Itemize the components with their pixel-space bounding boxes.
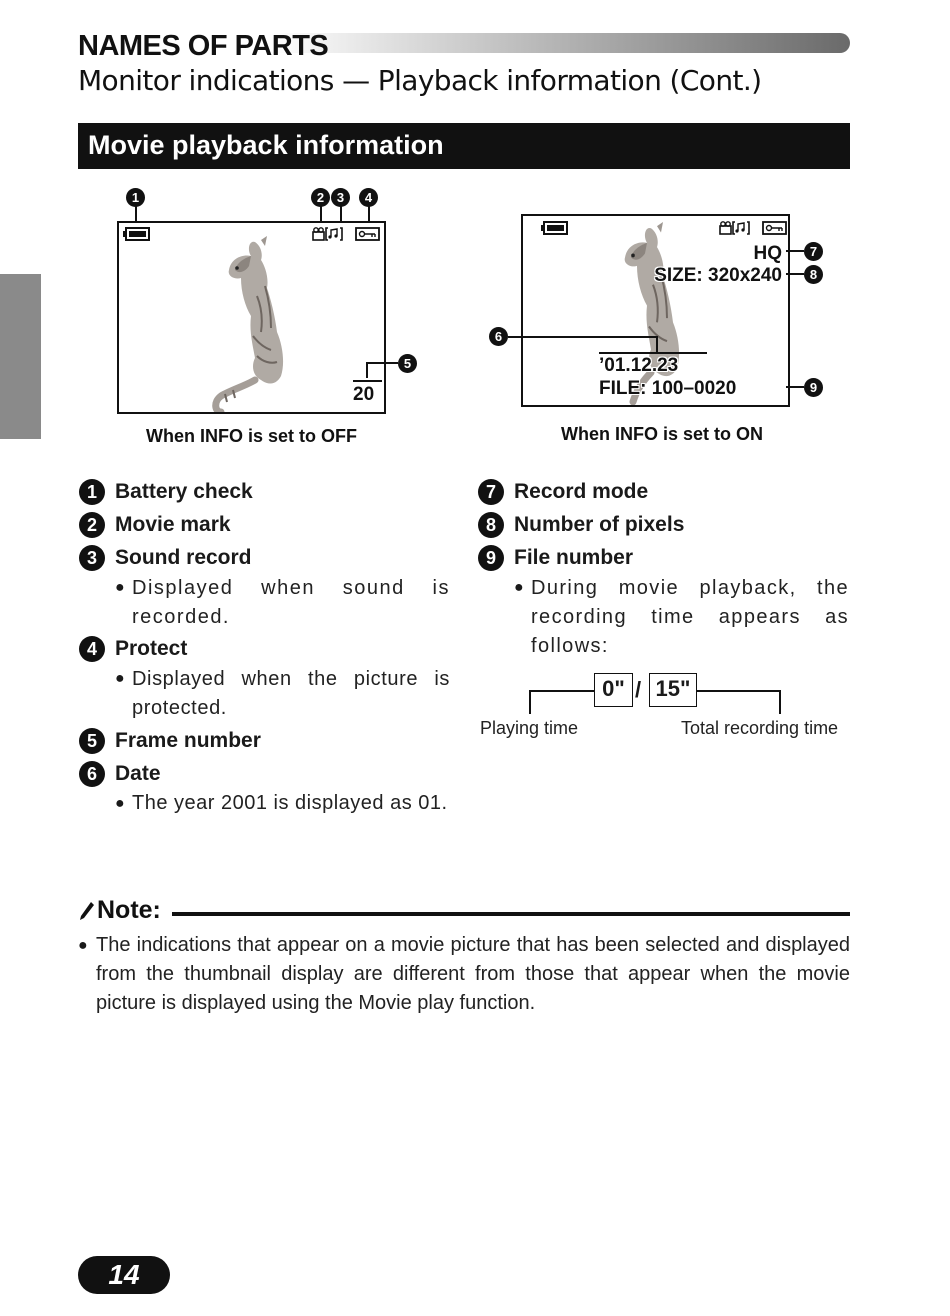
item-number: 1	[79, 479, 105, 505]
item-title-record-mode: Record mode	[514, 480, 648, 504]
leader-line	[786, 273, 804, 275]
leader-line	[366, 362, 398, 364]
item-number: 4	[79, 636, 105, 662]
monitor-screen-info-off: 20	[117, 221, 386, 414]
battery-icon	[123, 227, 151, 241]
item-title-sound-record: Sound record	[115, 546, 252, 570]
sound-record-icon	[326, 228, 342, 240]
caption-info-on: When INFO is set to ON	[521, 424, 803, 445]
note-text: The indications that appear on a movie p…	[96, 931, 850, 1018]
item-number: 2	[79, 512, 105, 538]
item-description: Displayed when the picture is protected.	[132, 665, 450, 723]
total-time-label: Total recording time	[681, 718, 838, 739]
item-number: 3	[79, 545, 105, 571]
callout-2: 2	[311, 188, 330, 207]
pencil-icon	[79, 901, 95, 921]
status-icons	[719, 221, 789, 235]
time-separator: /	[635, 677, 641, 703]
leader-line	[529, 690, 594, 692]
item-number: 5	[79, 728, 105, 754]
note-label: Note:	[97, 896, 161, 925]
protect-icon	[763, 222, 786, 234]
bullet-icon: ●	[115, 670, 125, 688]
callout-6: 6	[489, 327, 508, 346]
section-label: NAMES OF PARTS	[78, 32, 328, 61]
page-number: 14	[78, 1256, 170, 1294]
note-rule	[172, 912, 850, 916]
leader-line	[508, 336, 658, 338]
playing-time-label: Playing time	[480, 718, 578, 739]
leader-line	[529, 690, 531, 714]
side-tab	[0, 274, 41, 439]
item-number: 7	[478, 479, 504, 505]
leader-line	[779, 690, 781, 714]
bullet-icon: ●	[78, 937, 88, 955]
total-time-box: 15"	[649, 673, 697, 707]
battery-icon	[541, 221, 569, 235]
caption-info-off: When INFO is set to OFF	[117, 426, 386, 447]
bullet-icon: ●	[115, 579, 125, 597]
monitor-screen-info-on: HQ SIZE: 320x240 ’01.12.23 FILE: 100–002…	[521, 214, 790, 407]
callout-8: 8	[804, 265, 823, 284]
item-title-number-of-pixels: Number of pixels	[514, 513, 684, 537]
section-banner: Movie playback information	[78, 123, 850, 169]
callout-5: 5	[398, 354, 417, 373]
leader-line	[786, 386, 804, 388]
date-indicator: ’01.12.23	[599, 356, 678, 375]
playing-time-box: 0"	[594, 673, 633, 707]
callout-1: 1	[126, 188, 145, 207]
frame-number-overline	[353, 380, 382, 382]
callout-4: 4	[359, 188, 378, 207]
sound-record-icon	[733, 222, 749, 234]
bullet-icon: ●	[514, 579, 524, 597]
leader-line	[366, 362, 368, 378]
item-number: 8	[478, 512, 504, 538]
file-indicator: FILE: 100–0020	[599, 379, 736, 398]
page-subtitle: Monitor indications — Playback informati…	[78, 66, 761, 97]
leader-line	[786, 250, 804, 252]
item-number: 9	[478, 545, 504, 571]
item-title-frame-number: Frame number	[115, 729, 261, 753]
item-title-movie-mark: Movie mark	[115, 513, 231, 537]
item-number: 6	[79, 761, 105, 787]
item-description: Displayed when sound is recorded.	[132, 574, 450, 632]
item-description: During movie playback, the recording tim…	[531, 574, 849, 661]
item-title-protect: Protect	[115, 637, 187, 661]
cat-photo	[211, 236, 301, 414]
leader-line	[697, 690, 780, 692]
date-overline	[599, 352, 707, 354]
item-title-date: Date	[115, 762, 161, 786]
callout-3: 3	[331, 188, 350, 207]
bullet-icon: ●	[115, 795, 125, 813]
item-title-battery-check: Battery check	[115, 480, 253, 504]
size-indicator: SIZE: 320x240	[654, 266, 782, 285]
leader-line	[656, 336, 658, 352]
item-description: The year 2001 is displayed as 01.	[132, 789, 450, 818]
record-mode-indicator: HQ	[754, 244, 783, 263]
item-title-file-number: File number	[514, 546, 633, 570]
status-icons	[312, 227, 382, 241]
frame-number: 20	[353, 385, 374, 404]
protect-icon	[356, 228, 379, 240]
callout-7: 7	[804, 242, 823, 261]
movie-mark-icon	[720, 222, 731, 234]
callout-9: 9	[804, 378, 823, 397]
movie-mark-icon	[313, 228, 324, 240]
